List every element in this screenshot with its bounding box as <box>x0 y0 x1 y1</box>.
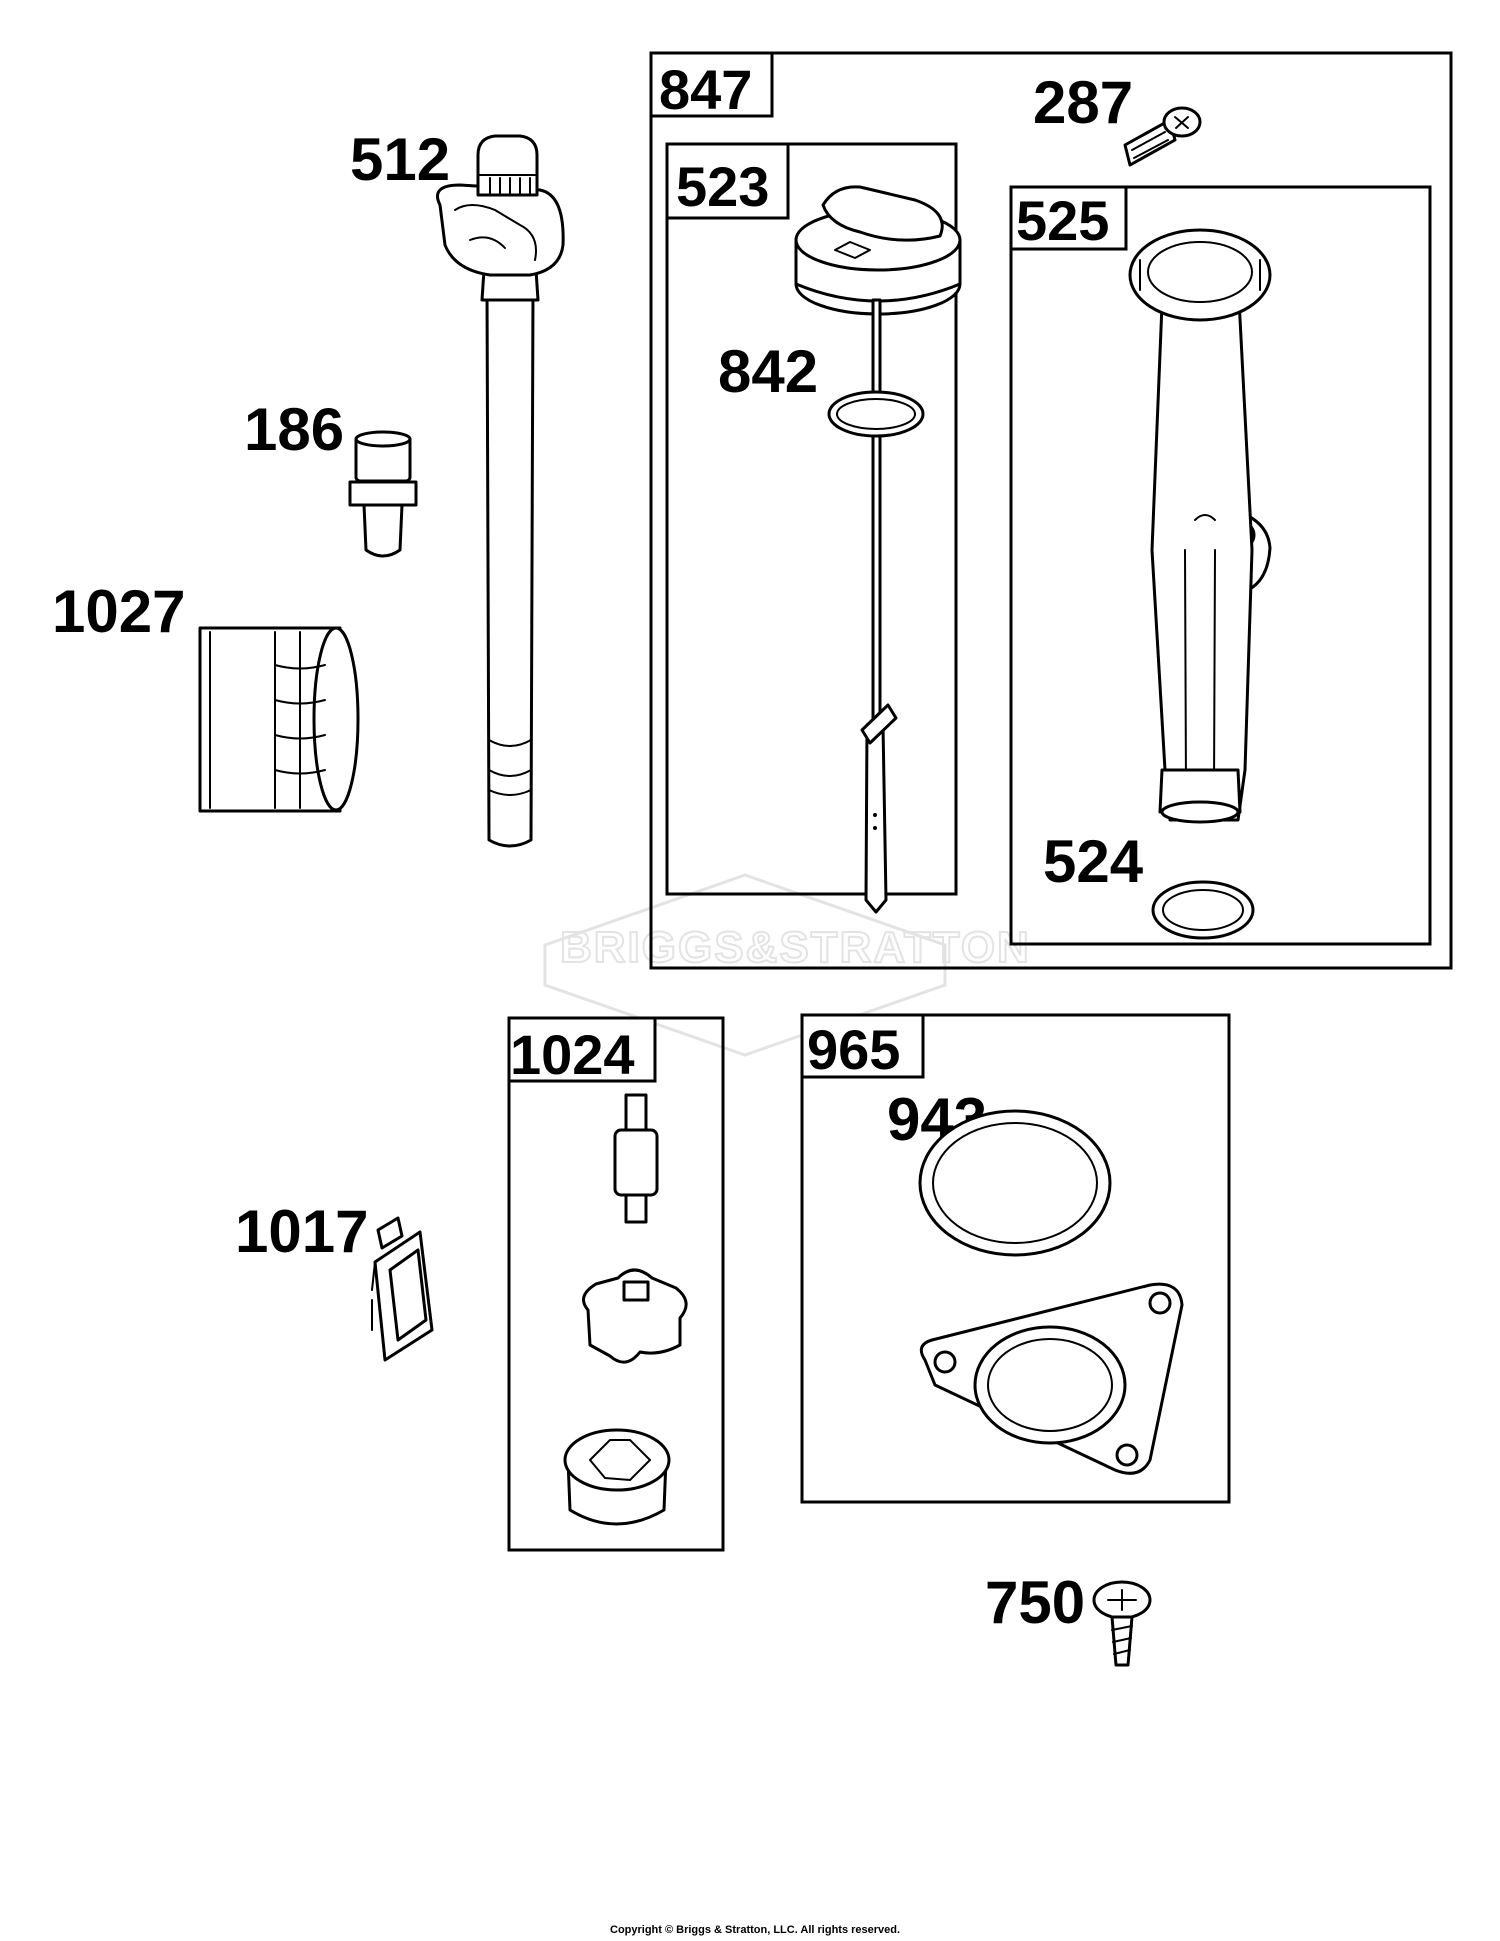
kit-847-tag <box>649 51 774 118</box>
kit-965-tag <box>800 1013 925 1079</box>
part-1024-pump-shaft <box>613 1093 659 1224</box>
part-287-label: 287 <box>1033 69 1133 136</box>
part-750-label: 750 <box>985 1569 1085 1636</box>
kit-847-frame <box>649 51 1453 970</box>
part-525-fill-tube <box>1128 228 1272 824</box>
kit-523-frame <box>665 142 958 896</box>
kit-965-frame <box>800 1013 1231 1504</box>
part-1017-pressure-switch <box>371 1216 434 1362</box>
part-186-label: 186 <box>244 396 344 463</box>
kit-847-label: 847 <box>659 58 752 121</box>
part-1027-label: 1027 <box>52 578 185 645</box>
part-1017-label: 1017 <box>235 1198 368 1265</box>
part-186-breather <box>348 430 418 558</box>
part-842-dipstick <box>860 298 898 914</box>
part-750-screw <box>1092 1580 1152 1667</box>
part-1027-oil-filter <box>198 626 360 813</box>
kit-525-tag <box>1009 185 1128 251</box>
kit-965-label: 965 <box>807 1018 900 1081</box>
part-842-o-ring <box>827 390 925 438</box>
kit-523-tag <box>665 142 790 220</box>
kit-1024-tag <box>507 1016 657 1083</box>
part-524-label: 524 <box>1043 828 1144 895</box>
part-965-pump-cover <box>919 1282 1184 1475</box>
part-943-o-ring <box>918 1109 1112 1257</box>
part-524-seal-ring <box>1151 880 1255 940</box>
watermark-text: BRIGGS&STRATTON <box>560 923 1031 972</box>
kit-1024-label: 1024 <box>510 1023 635 1086</box>
part-512-dipstick-tube <box>436 134 565 848</box>
part-1024-outer-rotor <box>563 1428 671 1526</box>
watermark-logo: BRIGGS&STRATTON <box>543 873 1031 1057</box>
kit-525-frame <box>1009 185 1432 946</box>
part-512-label: 512 <box>350 126 450 193</box>
copyright-text: Copyright © Briggs & Stratton, LLC. All … <box>610 1924 900 1936</box>
kit-525-label: 525 <box>1016 189 1109 252</box>
kit-523-label: 523 <box>676 155 769 218</box>
part-287-screw <box>1123 106 1202 167</box>
part-1024-inner-rotor <box>582 1268 688 1364</box>
part-523-oil-cap <box>794 185 962 316</box>
part-842-label: 842 <box>718 338 818 405</box>
